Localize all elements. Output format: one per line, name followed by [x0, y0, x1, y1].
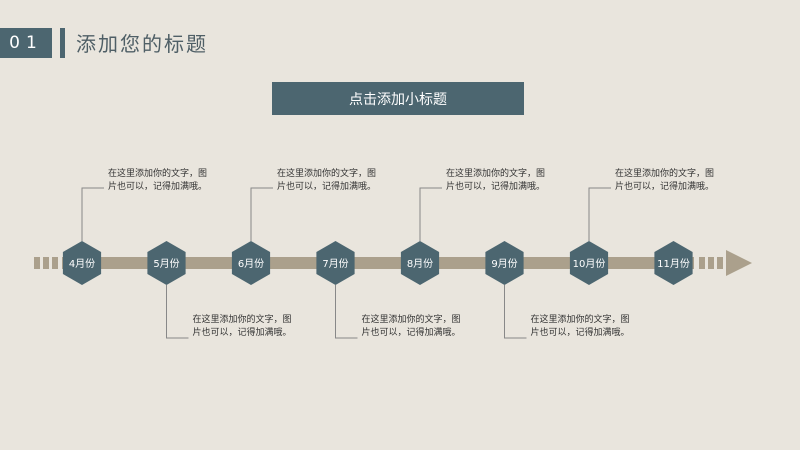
description-text-1[interactable]: 在这里添加你的文字，图片也可以，记得加满哦。 — [108, 169, 208, 192]
hexagon-node-icon — [485, 241, 524, 285]
month-label: 7月份 — [322, 258, 348, 270]
page-title[interactable]: 添加您的标题 — [76, 32, 208, 56]
timeline-node-5[interactable]: 8月份 — [400, 241, 440, 285]
connector-line-5 — [419, 187, 442, 241]
hexagon-node-icon — [147, 241, 186, 285]
subtitle-text: 点击添加小标题 — [349, 91, 447, 108]
connector-line-2 — [166, 285, 189, 339]
dash-4 — [699, 257, 705, 269]
month-label: 5月份 — [153, 258, 179, 270]
description-text-6[interactable]: 在这里添加你的文字，图片也可以，记得加满哦。 — [530, 315, 630, 338]
connector-line-1 — [81, 187, 104, 241]
connector-line-6 — [504, 285, 527, 339]
month-label: 11月份 — [657, 258, 690, 270]
month-label: 9月份 — [491, 258, 517, 270]
section-number-badge: 01 — [0, 28, 52, 58]
timeline-node-2[interactable]: 5月份 — [147, 241, 186, 285]
connector-line-3 — [250, 187, 273, 241]
hexagon-node-icon — [316, 241, 355, 285]
subtitle-box[interactable]: 点击添加小标题 — [272, 82, 524, 115]
dash-2 — [43, 257, 49, 269]
month-label: 8月份 — [407, 258, 433, 270]
arrow-head-icon — [726, 250, 752, 276]
month-label: 10月份 — [573, 258, 606, 270]
dash-1 — [34, 257, 40, 269]
dash-5 — [708, 257, 714, 269]
timeline-node-6[interactable]: 9月份 — [485, 241, 524, 285]
timeline-dashes-right — [699, 257, 723, 269]
connector-line-7 — [588, 187, 611, 241]
description-text-4[interactable]: 在这里添加你的文字，图片也可以，记得加满哦。 — [361, 315, 461, 338]
description-text-2[interactable]: 在这里添加你的文字，图片也可以，记得加满哦。 — [192, 315, 292, 338]
description-text-5[interactable]: 在这里添加你的文字，图片也可以，记得加满哦。 — [446, 169, 546, 192]
timeline-node-7[interactable]: 10月份 — [569, 241, 609, 285]
title-accent-bar — [60, 28, 65, 58]
timeline-node-8[interactable]: 11月份 — [654, 241, 693, 285]
hexagon-node-icon — [654, 241, 693, 285]
timeline-node-1[interactable]: 4月份 — [62, 241, 102, 285]
month-label: 6月份 — [238, 258, 264, 270]
timeline-bar — [62, 257, 694, 269]
description-text-3[interactable]: 在这里添加你的文字，图片也可以，记得加满哦。 — [277, 169, 377, 192]
hexagon-node-icon — [569, 241, 609, 285]
timeline-dashes-left — [34, 257, 58, 269]
description-text-7[interactable]: 在这里添加你的文字，图片也可以，记得加满哦。 — [615, 169, 715, 192]
timeline-node-3[interactable]: 6月份 — [231, 241, 271, 285]
dash-6 — [717, 257, 723, 269]
hexagon-node-icon — [231, 241, 271, 285]
timeline-node-4[interactable]: 7月份 — [316, 241, 355, 285]
connector-line-4 — [335, 285, 358, 339]
hexagon-node-icon — [400, 241, 440, 285]
hexagon-node-icon — [62, 241, 102, 285]
dash-3 — [52, 257, 58, 269]
month-label: 4月份 — [69, 258, 95, 270]
